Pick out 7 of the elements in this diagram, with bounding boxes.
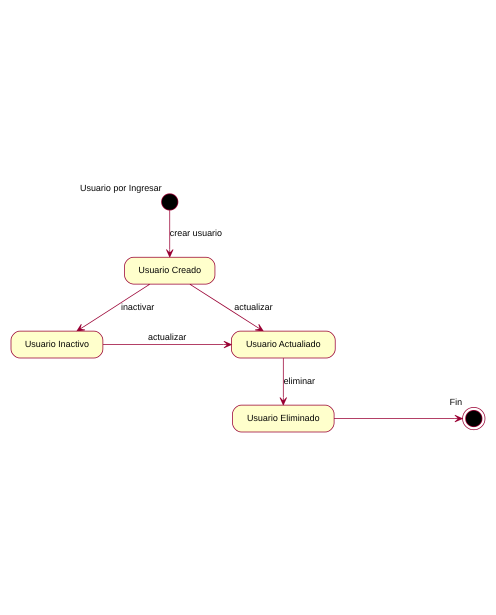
edge-label: actualizar [148, 331, 186, 342]
edge-label: crear usuario [170, 227, 222, 238]
edge-label: actualizar [234, 301, 273, 312]
node-label: Fin [450, 396, 462, 406]
edge-label: inactivar [120, 301, 154, 312]
node-label: Usuario por Ingresar [80, 182, 162, 193]
edge-label: eliminar [284, 375, 316, 386]
